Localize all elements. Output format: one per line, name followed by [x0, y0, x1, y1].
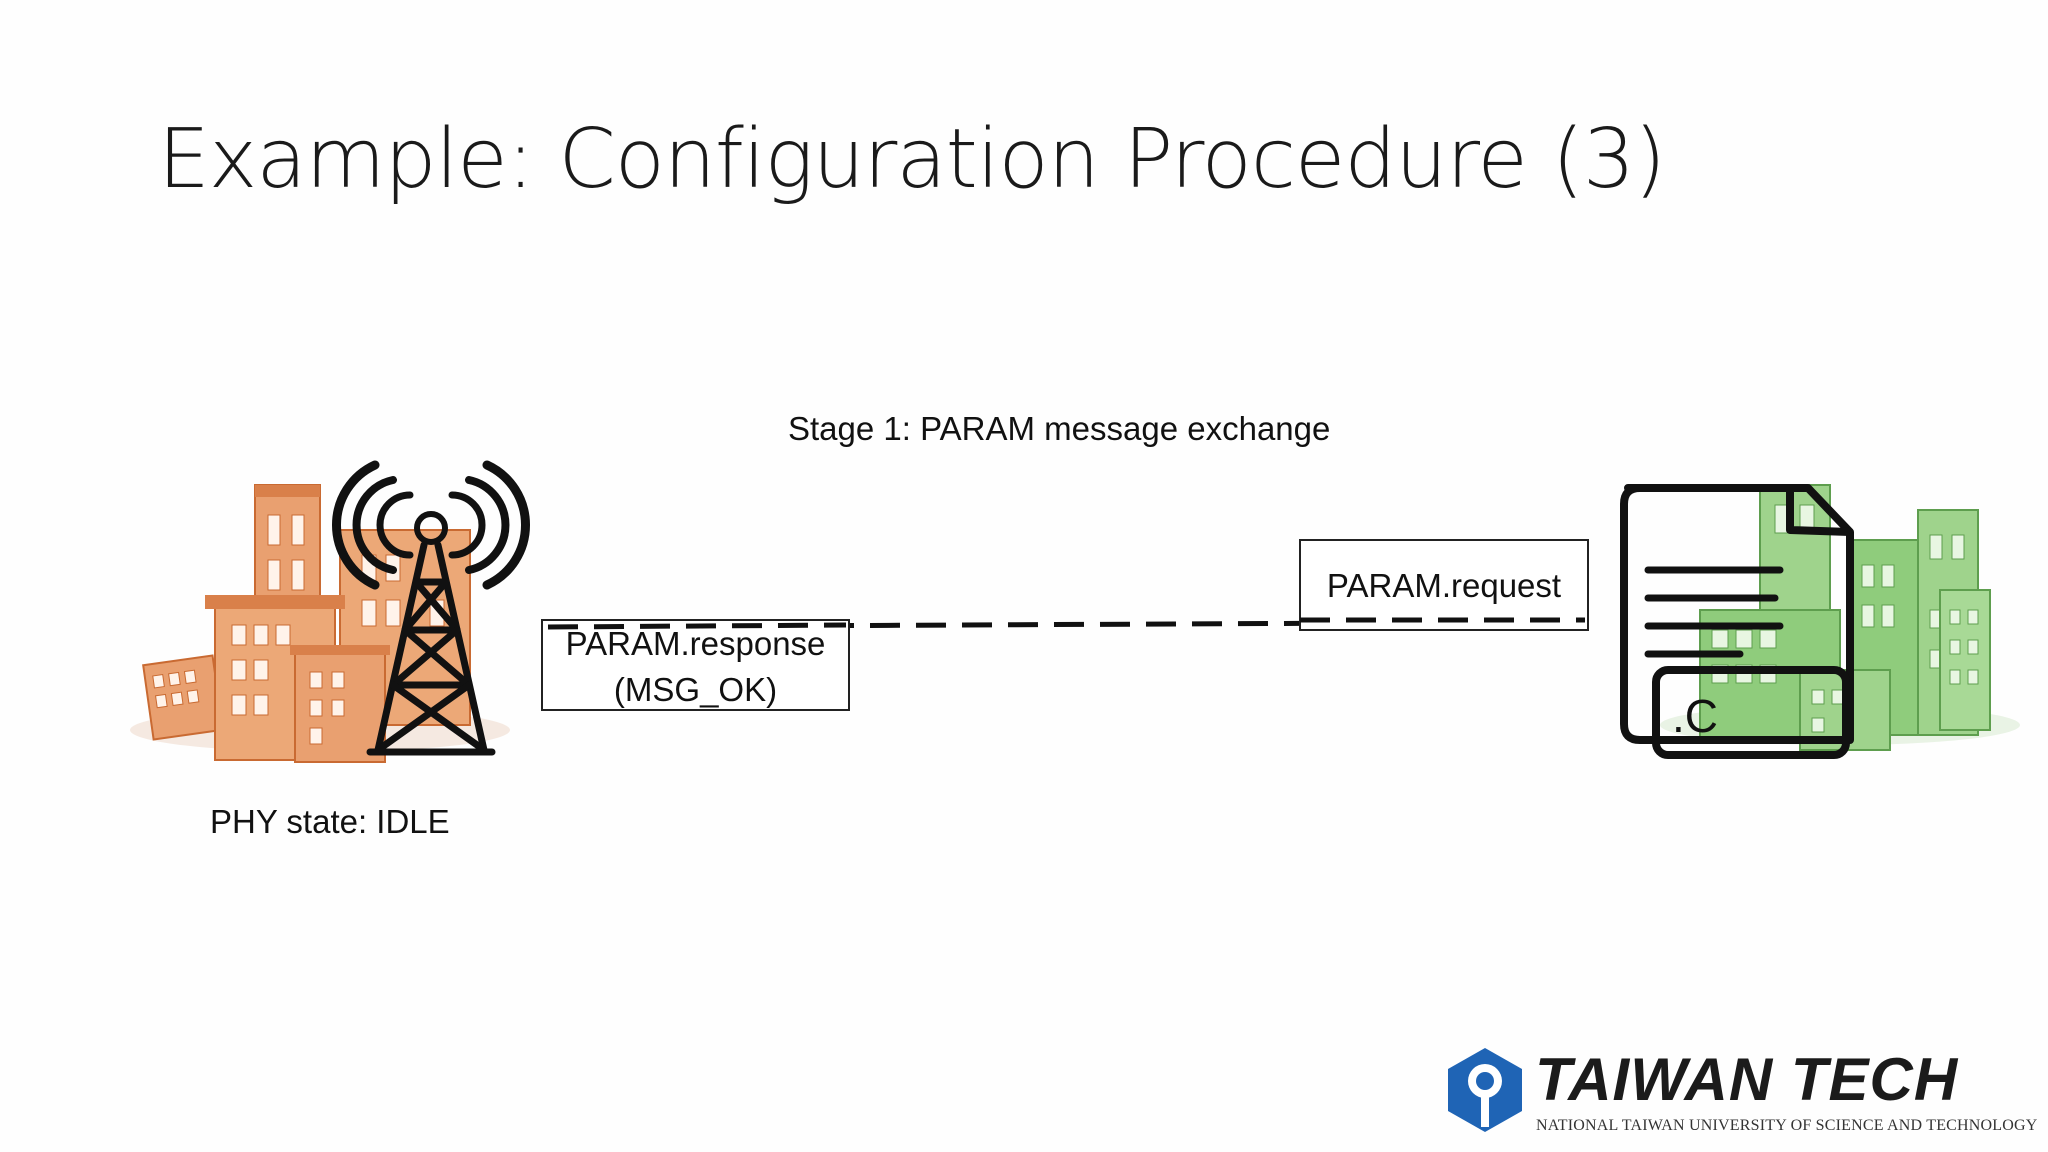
taiwan-tech-emblem-icon	[1448, 1048, 1522, 1132]
logo-subtitle: NATIONAL TAIWAN UNIVERSITY OF SCIENCE AN…	[1536, 1117, 2038, 1134]
param-request-label: PARAM.request	[1326, 567, 1562, 604]
taiwan-tech-logo: TAIWAN TECH NATIONAL TAIWAN UNIVERSITY O…	[1440, 1045, 2040, 1145]
param-response-box: PARAM.response (MSG_OK)	[541, 619, 850, 711]
phy-state-label: PHY state: IDLE	[210, 803, 450, 840]
c-source-file-city-icon: .C	[1620, 484, 2020, 759]
svg-text:.C: .C	[1672, 690, 1718, 742]
param-response-status: (MSG_OK)	[613, 671, 778, 708]
city-cell-tower-icon	[130, 460, 530, 763]
message-dashed-line	[547, 619, 1586, 630]
stage-label: Stage 1: PARAM message exchange	[788, 410, 1331, 447]
param-response-label: PARAM.response	[565, 625, 826, 662]
slide-title: Example: Configuration Procedure (3)	[158, 112, 1666, 207]
logo-name: TAIWAN TECH	[1535, 1046, 1959, 1113]
param-request-box: PARAM.request	[1299, 539, 1589, 631]
